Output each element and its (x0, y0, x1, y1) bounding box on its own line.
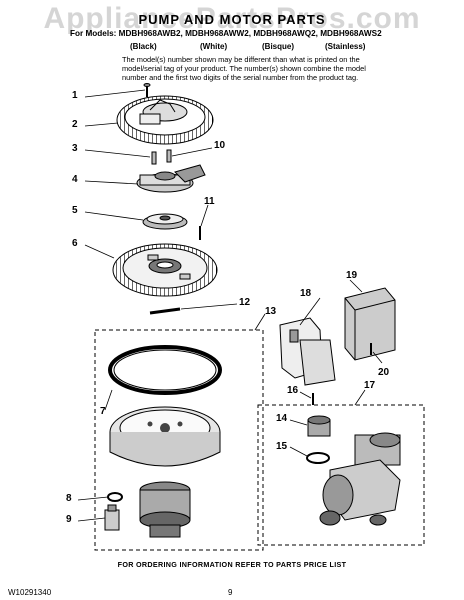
part-2-filter-housing (116, 95, 214, 145)
leader-lines (77, 89, 383, 522)
callout-11: 11 (204, 196, 215, 207)
part-10-pin (166, 149, 172, 163)
ordering-footer: FOR ORDERING INFORMATION REFER TO PARTS … (117, 560, 347, 569)
callout-1: 1 (72, 90, 78, 101)
part-4-diverter (136, 164, 206, 193)
motor-base (139, 481, 191, 538)
color-black: (Black) (130, 42, 157, 51)
part-5-impeller (142, 213, 188, 230)
callout-16: 16 (287, 385, 299, 396)
note-line: The model(s) number shown may be differe… (122, 55, 360, 64)
callout-18: 18 (300, 288, 312, 299)
part-14-grommet (307, 415, 331, 437)
page-title: PUMP AND MOTOR PARTS (138, 12, 326, 27)
watermark: AppliancePartsPros.com (43, 2, 421, 35)
callout-6: 6 (72, 238, 78, 249)
callout-5: 5 (72, 205, 78, 216)
callout-4: 4 (72, 174, 78, 185)
pump-assembly-box (94, 329, 264, 551)
callout-15: 15 (276, 441, 288, 452)
callout-20: 20 (378, 367, 390, 378)
part-15-o-ring (306, 452, 330, 464)
part-3-pin (151, 151, 157, 165)
callout-12: 12 (239, 297, 251, 308)
callout-17: 17 (364, 380, 376, 391)
color-white: (White) (200, 42, 228, 51)
model-note: The model(s) number shown may be differe… (122, 55, 392, 82)
note-line: number and the first two digits of the s… (122, 73, 359, 82)
part-17-motor (319, 432, 401, 526)
models-line: For Models: MDBH968AWB2, MDBH968AWW2, MD… (70, 29, 382, 38)
callout-9: 9 (66, 514, 72, 525)
part-9-check-valve (104, 504, 120, 531)
motor-assembly-box (257, 404, 425, 546)
part-12-gasket (149, 307, 181, 315)
note-line: model/serial tag of your product. The nu… (122, 64, 366, 73)
part-6-gear-housing (112, 243, 218, 297)
part-7-sump (108, 345, 222, 467)
callout-3: 3 (72, 143, 78, 154)
color-stainless: (Stainless) (325, 42, 366, 51)
callout-2: 2 (72, 119, 78, 130)
document-number: W10291340 (8, 588, 52, 597)
callout-7: 7 (100, 406, 106, 417)
callout-8: 8 (66, 493, 72, 504)
callout-19: 19 (346, 270, 358, 281)
page-number: 9 (228, 588, 233, 597)
color-bisque: (Bisque) (262, 42, 294, 51)
part-18-bracket (279, 317, 336, 386)
part-1-screw (143, 83, 151, 97)
callout-14: 14 (276, 413, 288, 424)
part-8-seal (107, 492, 123, 502)
part-19-cover (344, 287, 396, 361)
callout-13: 13 (265, 306, 277, 317)
callout-10: 10 (214, 140, 226, 151)
